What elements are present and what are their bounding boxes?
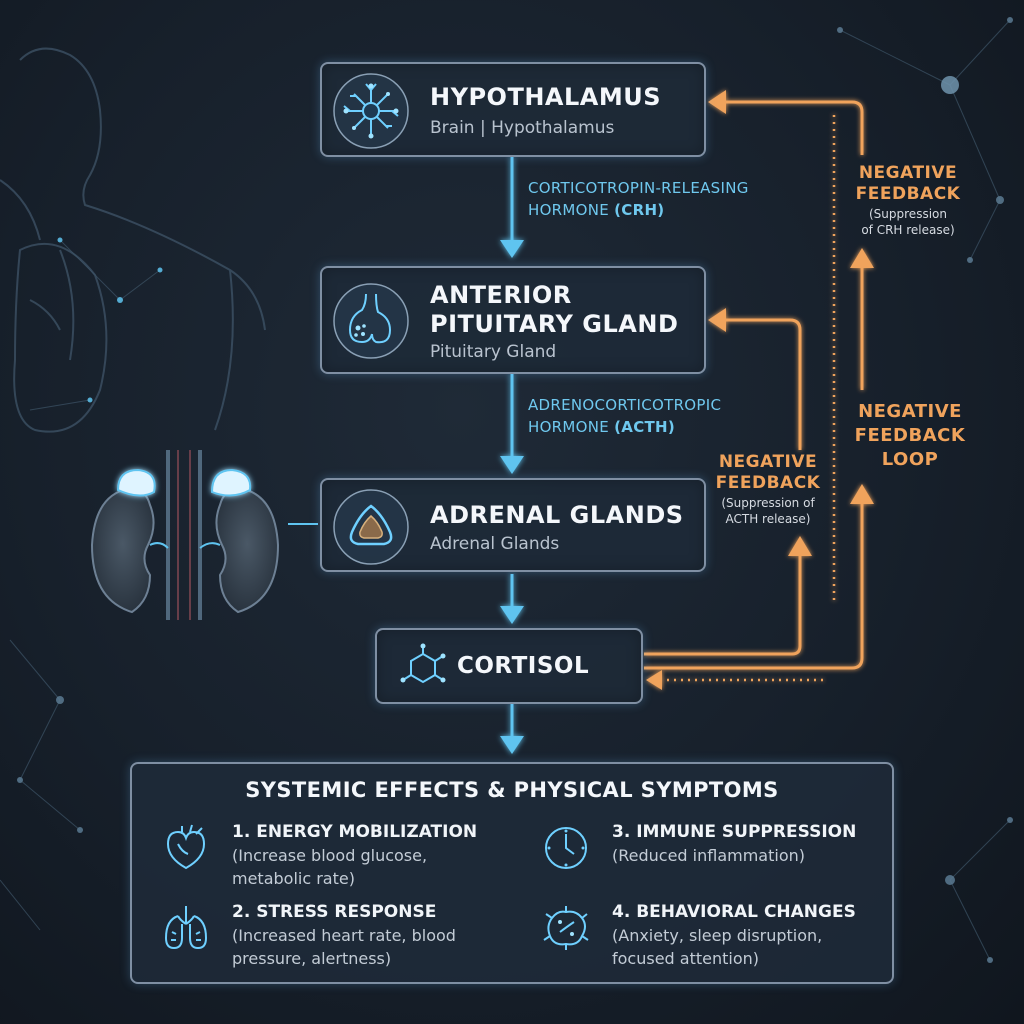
heart-icon xyxy=(166,824,206,870)
effect-4-desc: (Anxiety, sleep disruption, focused atte… xyxy=(612,926,823,968)
flow-arrows xyxy=(500,157,524,754)
feedback-arrows xyxy=(644,100,864,682)
crh-feedback-note1: (Suppression xyxy=(869,207,947,221)
microbe-icon xyxy=(543,906,589,950)
effect-1-desc: (Increase blood glucose, metabolic rate) xyxy=(232,846,428,888)
crh-abbr: (CRH) xyxy=(614,201,665,219)
neuron-icon xyxy=(333,73,409,149)
acth-feedback-note1: (Suppression of xyxy=(721,496,815,510)
hypothalamus-box[interactable]: HYPOTHALAMUS Brain | Hypothalamus xyxy=(320,62,706,157)
effect-4-title: 4. BEHAVIORAL CHANGES xyxy=(612,902,856,922)
acth-line2-prefix: HORMONE xyxy=(528,418,615,436)
hypothalamus-subtitle: Brain | Hypothalamus xyxy=(430,118,615,138)
loop-line2: FEEDBACK xyxy=(854,425,966,446)
adrenal-gland-icon xyxy=(333,489,409,565)
effect-behavioral-changes[interactable]: 4. BEHAVIORAL CHANGES (Anxiety, sleep di… xyxy=(540,900,880,972)
effect-3-desc: (Reduced inflammation) xyxy=(612,846,805,865)
effect-1-title: 1. ENERGY MOBILIZATION xyxy=(232,822,478,842)
acth-feedback-line1: NEGATIVE xyxy=(718,452,818,472)
crh-line1: CORTICOTROPIN-RELEASING xyxy=(528,179,749,197)
clock-icon xyxy=(545,827,587,869)
pituitary-box[interactable]: ANTERIOR PITUITARY GLAND Pituitary Gland xyxy=(320,266,706,374)
pituitary-title-line1: ANTERIOR xyxy=(430,281,572,309)
network-decoration xyxy=(0,19,1011,961)
systemic-effects-panel: SYSTEMIC EFFECTS & PHYSICAL SYMPTOMS 1. … xyxy=(130,762,894,984)
effect-2-title: 2. STRESS RESPONSE xyxy=(232,902,437,922)
crh-feedback-line1: NEGATIVE xyxy=(858,163,958,183)
effects-title: SYSTEMIC EFFECTS & PHYSICAL SYMPTOMS xyxy=(245,778,779,802)
acth-label: ADRENOCORTICOTROPIC HORMONE (ACTH) xyxy=(528,394,721,438)
adrenal-subtitle: Adrenal Glands xyxy=(430,534,560,554)
crh-feedback-note2: of CRH release) xyxy=(861,223,955,237)
lungs-icon xyxy=(164,906,208,950)
molecule-icon xyxy=(400,643,446,684)
crh-feedback-line2: FEEDBACK xyxy=(855,184,961,204)
acth-feedback-note2: ACTH release) xyxy=(725,512,811,526)
pituitary-title-line2: PITUITARY GLAND xyxy=(430,310,679,338)
crh-line2-prefix: HORMONE xyxy=(528,201,615,219)
adrenal-box[interactable]: ADRENAL GLANDS Adrenal Glands xyxy=(320,478,706,572)
cortisol-title: CORTISOL xyxy=(457,653,590,679)
pituitary-subtitle: Pituitary Gland xyxy=(430,342,557,362)
effect-2-desc: (Increased heart rate, blood pressure, a… xyxy=(232,926,456,968)
loop-line1: NEGATIVE xyxy=(858,401,962,422)
effect-energy-mobilization[interactable]: 1. ENERGY MOBILIZATION (Increase blood g… xyxy=(160,820,500,892)
network-nodes xyxy=(17,17,1013,963)
acth-abbr: (ACTH) xyxy=(614,418,676,436)
effect-3-title: 3. IMMUNE SUPPRESSION xyxy=(612,822,857,842)
effect-stress-response[interactable]: 2. STRESS RESPONSE (Increased heart rate… xyxy=(160,900,500,972)
kidneys-icon xyxy=(90,450,318,620)
crh-label: CORTICOTROPIN-RELEASING HORMONE (CRH) xyxy=(528,177,749,221)
hypothalamus-title: HYPOTHALAMUS xyxy=(430,83,662,111)
effect-immune-suppression[interactable]: 3. IMMUNE SUPPRESSION (Reduced inflammat… xyxy=(540,820,880,892)
cortisol-box[interactable]: CORTISOL xyxy=(375,628,643,704)
body-silhouette-icon xyxy=(0,47,266,433)
acth-feedback-line2: FEEDBACK xyxy=(715,473,821,493)
loop-line3: LOOP xyxy=(881,449,939,470)
adrenal-title: ADRENAL GLANDS xyxy=(430,501,684,529)
feedback-arrowheads xyxy=(646,90,874,690)
pituitary-gland-icon xyxy=(333,283,409,359)
acth-line1: ADRENOCORTICOTROPIC xyxy=(528,396,722,414)
